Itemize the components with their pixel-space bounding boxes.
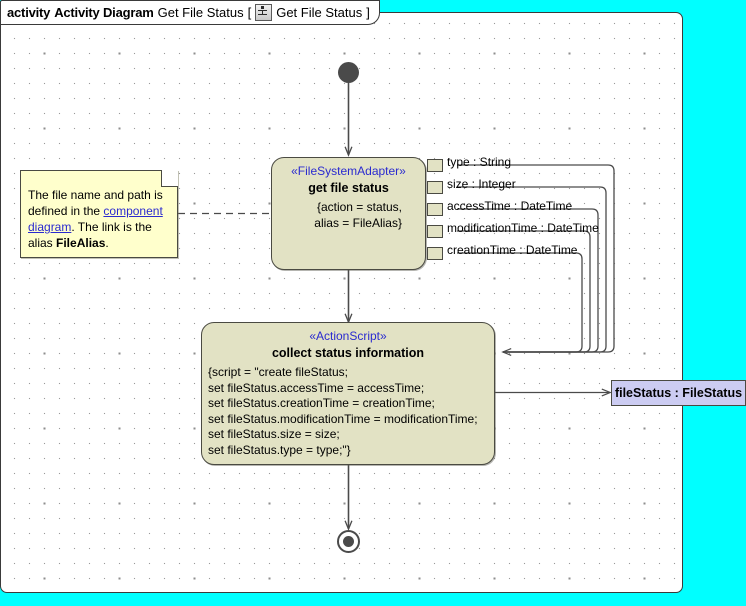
- activity-final-inner-dot: [343, 536, 354, 547]
- output-pin-size[interactable]: [427, 180, 443, 194]
- activity2-body: {script = "create fileStatus; set fileSt…: [202, 365, 494, 458]
- output-pin-label-size: size : Integer: [447, 177, 516, 191]
- output-pin-creationtime[interactable]: [427, 246, 443, 260]
- note-text: The file name and path is defined in the…: [28, 187, 171, 251]
- object-node-label: fileStatus : FileStatus: [614, 386, 743, 400]
- title-bracket-close: ]: [366, 5, 370, 20]
- activity2-body-line-6: set fileStatus.type = type;"}: [208, 442, 351, 457]
- activity1-body: {action = status, alias = FileAlias}: [272, 200, 425, 231]
- activity2-body-line-1: {script = "create fileStatus;: [208, 365, 348, 379]
- note-bold-filealias: FileAlias: [56, 236, 106, 250]
- activity2-name: collect status information: [271, 346, 425, 360]
- title-diagram-name: Get File Status: [157, 5, 244, 20]
- output-pin-modificationtime[interactable]: [427, 224, 443, 238]
- object-node-filestatus[interactable]: fileStatus : FileStatus: [611, 380, 746, 406]
- activity1-body-line-1: {action = status,: [316, 200, 402, 214]
- activity-collect-status-information[interactable]: «ActionScript» collect status informatio…: [201, 322, 495, 465]
- activity2-stereotype: «ActionScript»: [309, 329, 387, 343]
- output-pin-accesstime[interactable]: [427, 202, 443, 216]
- initial-node[interactable]: [338, 62, 359, 83]
- diagram-title-tab[interactable]: activity Activity Diagram Get File Statu…: [0, 0, 380, 25]
- note-text-part3: .: [105, 236, 109, 250]
- title-qualified-name: Get File Status: [276, 5, 363, 20]
- title-kind-label: activity: [7, 5, 51, 20]
- activity1-body-line-2: alias = FileAlias}: [314, 215, 402, 230]
- output-pin-type[interactable]: [427, 158, 443, 172]
- activity-final-node[interactable]: [337, 530, 360, 553]
- activity-diagram-icon: [255, 4, 273, 21]
- activity2-body-line-5: set fileStatus.size = size;: [208, 427, 340, 441]
- activity2-body-line-3: set fileStatus.creationTime = creationTi…: [208, 396, 435, 410]
- title-diagram-label: Activity Diagram: [54, 5, 154, 20]
- activity1-stereotype: «FileSystemAdapter»: [291, 164, 406, 178]
- note-comment[interactable]: The file name and path is defined in the…: [20, 170, 178, 258]
- activity1-name: get file status: [308, 181, 389, 195]
- output-pin-label-creationtime: creationTime : DateTime: [447, 243, 578, 257]
- output-pin-label-modificationtime: modificationTime : DateTime: [447, 221, 599, 235]
- activity2-body-line-2: set fileStatus.accessTime = accessTime;: [208, 380, 425, 395]
- note-fold-corner: [161, 170, 178, 187]
- title-bracket-open: [: [247, 5, 252, 20]
- activity2-body-line-4: set fileStatus.modificationTime = modifi…: [208, 411, 478, 426]
- output-pin-label-accesstime: accessTime : DateTime: [447, 199, 573, 213]
- activity-get-file-status[interactable]: «FileSystemAdapter» get file status {act…: [271, 157, 426, 270]
- output-pin-label-type: type : String: [447, 155, 512, 169]
